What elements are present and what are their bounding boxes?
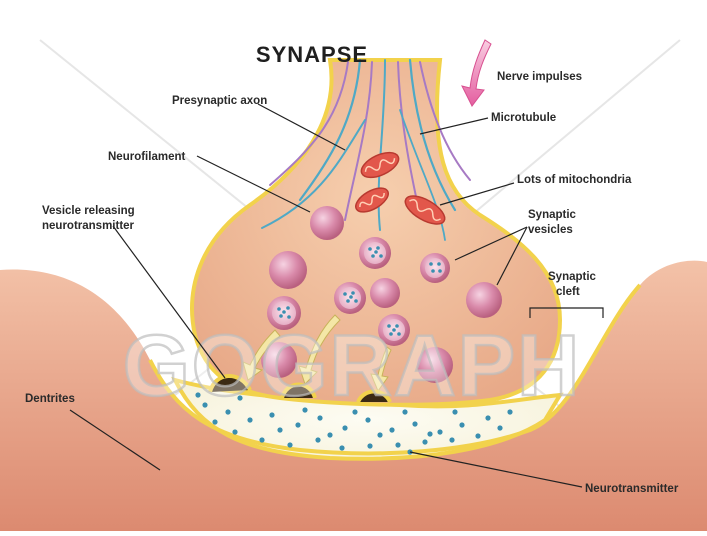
label-presynaptic-axon: Presynaptic axon <box>172 95 267 107</box>
neurotransmitter-dot <box>377 432 382 437</box>
label-synaptic-cleft-line2: cleft <box>556 286 580 298</box>
label-synaptic-cleft-line1: Synaptic <box>548 271 597 283</box>
label-vesicle-releasing-line1: Vesicle releasing <box>42 205 135 217</box>
label-vesicle-releasing-line2: neurotransmitter <box>42 220 135 232</box>
vesicle <box>466 282 502 318</box>
vesicle <box>269 251 307 289</box>
label-neurotransmitter: Neurotransmitter <box>585 483 679 495</box>
neurotransmitter-dot <box>412 421 417 426</box>
neurotransmitter-dot <box>277 427 282 432</box>
neurotransmitter-dot <box>389 427 394 432</box>
neurotransmitter-dot <box>327 432 332 437</box>
loaded-vesicle <box>334 282 366 314</box>
loaded-vesicle <box>420 253 450 283</box>
loaded-vesicle <box>359 237 391 269</box>
neurotransmitter-dot <box>427 431 432 436</box>
label-lots-of-mitochondria: Lots of mitochondria <box>517 174 632 186</box>
label-synaptic-vesicles-line2: vesicles <box>528 224 573 236</box>
vesicle <box>310 206 344 240</box>
label-dentrites: Dentrites <box>25 393 75 405</box>
label-nerve-impulses: Nerve impulses <box>497 71 582 83</box>
neurotransmitter-dot <box>317 415 322 420</box>
vesicle <box>370 278 400 308</box>
neurotransmitter-dot <box>287 442 292 447</box>
neurotransmitter-dot <box>339 445 344 450</box>
diagram-title: SYNAPSE <box>256 42 368 67</box>
neurotransmitter-dot <box>497 425 502 430</box>
neurotransmitter-dot <box>485 415 490 420</box>
label-microtubule: Microtubule <box>491 112 556 124</box>
neurotransmitter-dot <box>367 443 372 448</box>
neurotransmitter-dot <box>459 422 464 427</box>
neurotransmitter-dot <box>422 439 427 444</box>
neurotransmitter-dot <box>475 433 480 438</box>
neurotransmitter-dot <box>449 437 454 442</box>
nerve-impulse-arrow <box>462 40 491 106</box>
neurotransmitter-dot <box>315 437 320 442</box>
neurotransmitter-dot <box>232 429 237 434</box>
neurotransmitter-dot <box>212 419 217 424</box>
neurotransmitter-dot <box>395 442 400 447</box>
neurotransmitter-dot <box>342 425 347 430</box>
label-neurofilament: Neurofilament <box>108 151 185 163</box>
neurotransmitter-dot <box>365 417 370 422</box>
neurotransmitter-dot <box>437 429 442 434</box>
neurotransmitter-dot <box>295 422 300 427</box>
neurotransmitter-dot <box>259 437 264 442</box>
label-synaptic-vesicles-line1: Synaptic <box>528 209 577 221</box>
neurotransmitter-dot <box>247 417 252 422</box>
